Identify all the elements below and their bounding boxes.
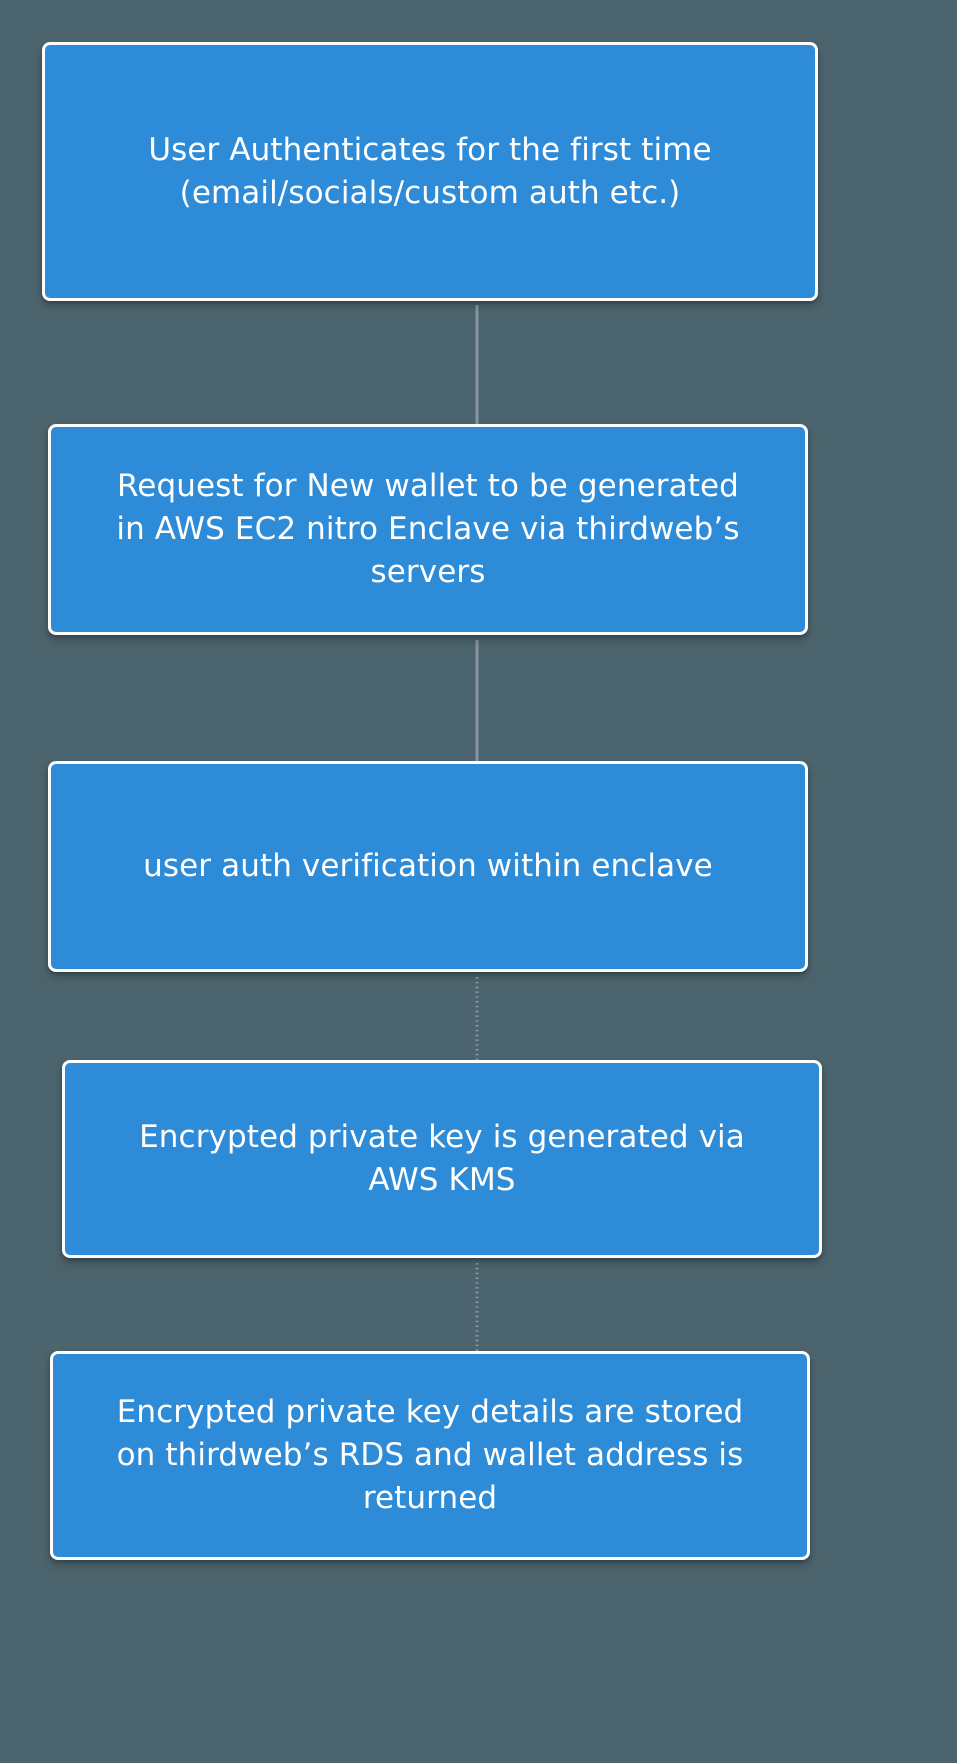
flow-node-label: Encrypted private key is generated via A… bbox=[139, 1119, 745, 1198]
flow-node-encrypted-private-key-generated[interactable]: Encrypted private key is generated via A… bbox=[62, 1060, 822, 1258]
flow-node-user-auth-verification[interactable]: user auth verification within enclave bbox=[48, 761, 808, 972]
flow-node-request-new-wallet[interactable]: Request for New wallet to be generated i… bbox=[48, 424, 808, 635]
flow-node-key-details-stored[interactable]: Encrypted private key details are stored… bbox=[50, 1351, 810, 1560]
flow-node-label: Request for New wallet to be generated i… bbox=[116, 468, 740, 590]
flow-node-label: User Authenticates for the first time (e… bbox=[148, 131, 712, 211]
flow-node-label: user auth verification within enclave bbox=[143, 848, 713, 885]
flow-node-user-authenticates[interactable]: User Authenticates for the first time (e… bbox=[42, 42, 818, 301]
flow-node-label: Encrypted private key details are stored… bbox=[116, 1394, 744, 1516]
